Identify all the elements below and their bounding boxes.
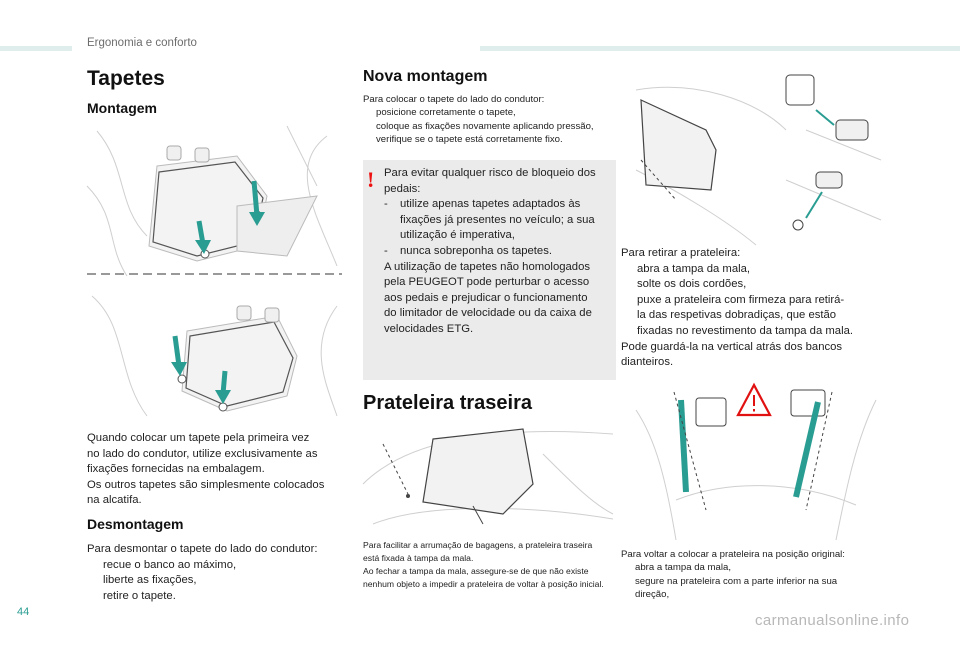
page-title: Tapetes [87, 67, 165, 90]
list-item: posicione corretamente o tapete, [363, 106, 618, 119]
list-intro: Para desmontar o tapete do lado do condu… [87, 543, 318, 555]
retirar-list: Para retirar a prateleira: abra a tampa … [621, 246, 886, 371]
voltar-list: Para voltar a colocar a prateleira na po… [621, 548, 891, 602]
warning-line: Para evitar qualquer risco de bloqueio d… [384, 167, 596, 179]
page-number: 44 [17, 606, 30, 618]
intro-line: Os outros tapetes são simplesmente coloc… [87, 478, 325, 491]
list-item: abra a tampa da mala, [621, 262, 886, 278]
list-item: segure na prateleira com a parte inferio… [621, 575, 891, 602]
after-line: Pode guardá-la na vertical atrás dos ban… [621, 340, 843, 353]
intro-line: na alcatifa. [87, 494, 142, 507]
shelf-removal-illustration [635, 74, 882, 246]
heading-prateleira: Prateleira traseira [363, 392, 533, 414]
shelf-caption: Para facilitar a arrumação de bagagens, … [363, 539, 625, 591]
list-item: verifique se o tapete está corretamente … [363, 133, 618, 146]
heading-montagem: Montagem [87, 100, 157, 116]
warning-icon: ! [367, 167, 375, 192]
heading-desmontagem: Desmontagem [87, 516, 184, 532]
intro-line: no lado do condutor, utilize exclusivame… [87, 447, 318, 460]
warning-line: pela PEUGEOT pode perturbar o acesso [384, 276, 590, 289]
list-intro: Para voltar a colocar a prateleira na po… [621, 549, 845, 560]
heading-nova-montagem: Nova montagem [363, 68, 488, 85]
warning-line: do limitador de velocidade ou da caixa d… [384, 307, 592, 320]
item-text: abra a tampa da mala, [635, 562, 731, 574]
intro-paragraph: Quando colocar um tapete pela primeira v… [87, 431, 352, 509]
header-bar-right [480, 46, 960, 51]
item-text: la das respetivas dobradiças, que estão [637, 309, 837, 322]
item-text: retire o tapete. [103, 589, 176, 602]
dash-line: nunca sobreponha os tapetes. [400, 244, 552, 257]
list-item: solte os dois cordões, [621, 277, 886, 293]
list-item: puxe a prateleira com firmeza para retir… [621, 293, 886, 340]
item-text: segure na prateleira com a parte inferio… [635, 575, 838, 587]
warning-line: A utilização de tapetes não homologados [384, 260, 591, 273]
warning-box: ! Para evitar qualquer risco de bloqueio… [363, 160, 616, 380]
intro-line: fixações fornecidas na embalagem. [87, 463, 265, 476]
item-text: posicione corretamente o tapete, [376, 107, 516, 119]
list-item: recue o banco ao máximo, [87, 558, 352, 574]
warning-dash-item: - nunca sobreponha os tapetes. [384, 244, 610, 260]
list-item: retire o tapete. [87, 589, 352, 605]
list-intro: Para colocar o tapete do lado do conduto… [363, 94, 545, 105]
caption-line: Para facilitar a arrumação de bagagens, … [363, 540, 593, 550]
warning-line: velocidades ETG. [384, 322, 474, 335]
nova-montagem-list: Para colocar o tapete do lado do conduto… [363, 93, 618, 147]
rear-shelf-illustration [362, 428, 614, 525]
list-item: abra a tampa da mala, [621, 561, 891, 574]
item-text: abra a tampa da mala, [637, 262, 751, 275]
shelf-storage-illustration [635, 382, 877, 541]
item-text: recue o banco ao máximo, [103, 558, 237, 571]
dash-line: utilização é imperativa, [400, 229, 515, 242]
caption-line: está fixada à tampa da mala. [363, 553, 474, 563]
list-item: coloque as fixações novamente aplicando … [363, 120, 618, 133]
intro-line: Quando colocar um tapete pela primeira v… [87, 432, 310, 444]
item-text: coloque as fixações novamente aplicando … [376, 120, 594, 132]
item-text: solte os dois cordões, [637, 278, 747, 291]
desmontagem-list: Para desmontar o tapete do lado do condu… [87, 542, 352, 604]
dash-marker: - [384, 198, 388, 211]
warning-line: aos pedais e prejudicar o funcionamento [384, 291, 588, 304]
item-text: fixadas no revestimento da tampa da mala… [637, 324, 854, 337]
dash-marker: - [384, 244, 388, 257]
list-item: liberte as fixações, [87, 573, 352, 589]
item-text: direção, [635, 589, 670, 601]
item-text: verifique se o tapete está corretamente … [376, 134, 563, 146]
caption-line: nenhum objeto a impedir a prateleira de … [363, 579, 604, 589]
section-label: Ergonomia e conforto [87, 37, 197, 49]
dash-line: fixações já presentes no veículo; a sua [400, 213, 595, 226]
warning-dash-item: - utilize apenas tapetes adaptados às fi… [384, 197, 610, 244]
after-line: dianteiros. [621, 356, 674, 369]
watermark: carmanualsonline.info [755, 612, 910, 629]
dash-line: utilize apenas tapetes adaptados às [400, 198, 581, 211]
item-text: liberte as fixações, [103, 574, 197, 587]
warning-text: Para evitar qualquer risco de bloqueio d… [384, 166, 610, 338]
header-bar-left [0, 46, 72, 51]
list-intro: Para retirar a prateleira: [621, 247, 741, 259]
caption-line: Ao fechar a tampa da mala, assegure-se d… [363, 566, 589, 576]
item-text: puxe a prateleira com firmeza para retir… [637, 293, 845, 306]
floor-mat-illustration [86, 125, 342, 417]
warning-line: pedais: [384, 182, 421, 195]
